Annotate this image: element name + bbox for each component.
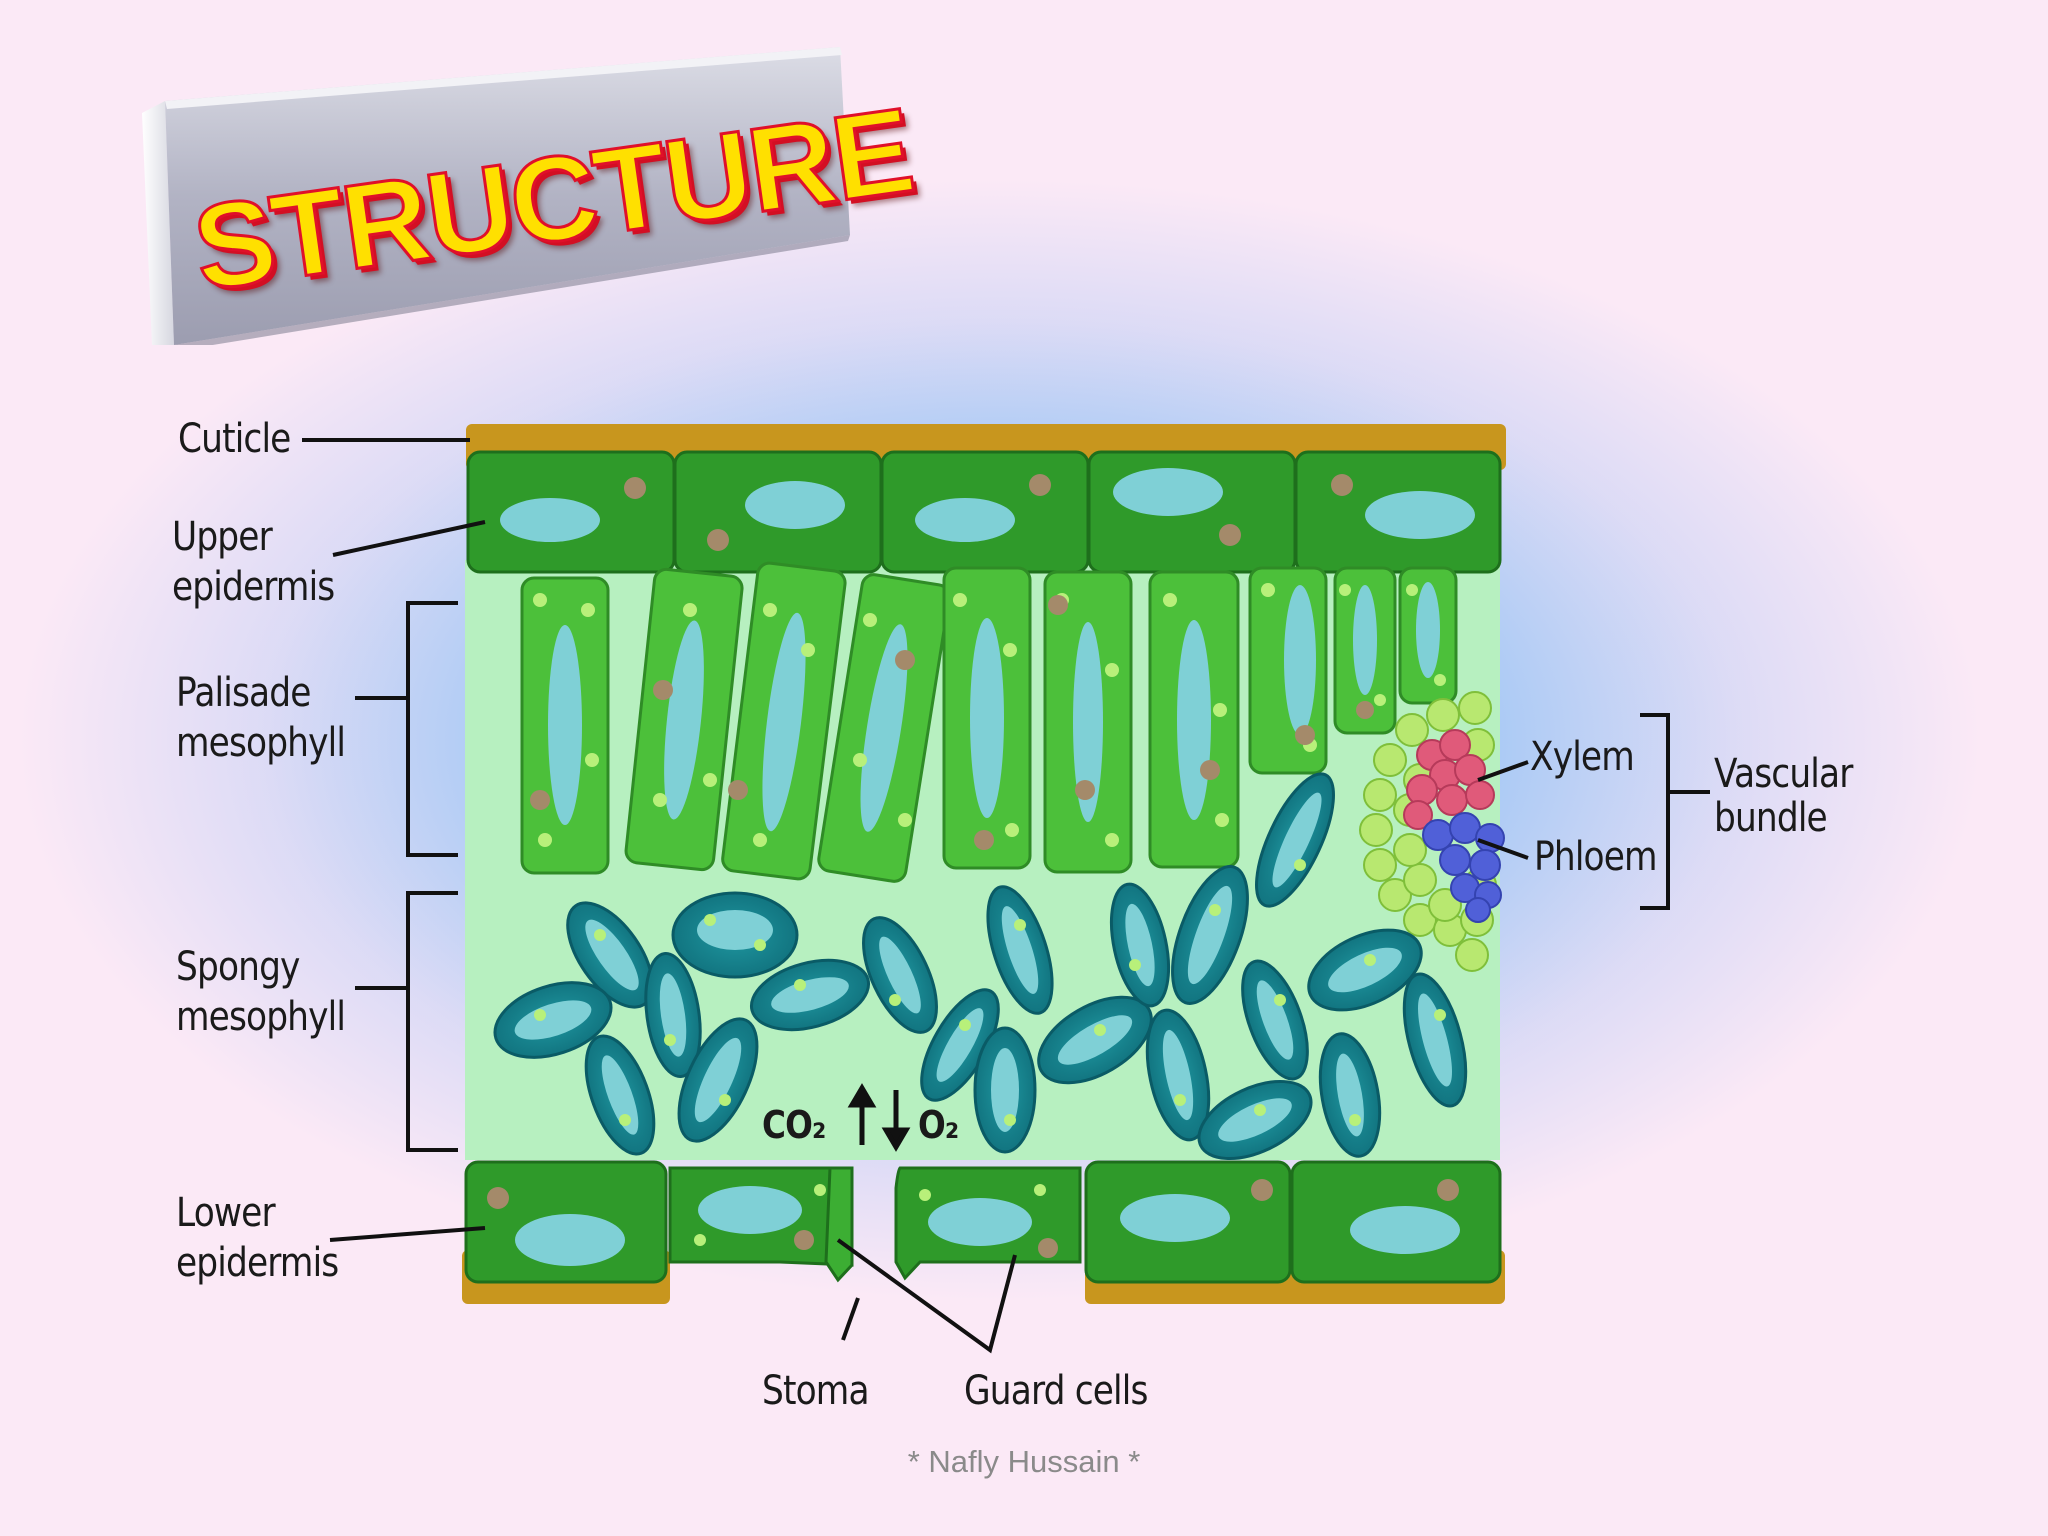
- palisade-nuclei: [530, 595, 1374, 850]
- upper-epidermis: [466, 450, 1502, 574]
- label-phloem: Phloem: [1534, 834, 1658, 880]
- label-lower-epidermis-line1: Lower: [176, 1190, 276, 1236]
- label-upper-epidermis-line1: Upper: [172, 514, 273, 560]
- label-palisade-line1: Palisade: [176, 670, 311, 716]
- guard-cells: [668, 1166, 1082, 1283]
- label-stoma: Stoma: [762, 1368, 870, 1414]
- label-spongy-line1: Spongy: [176, 944, 300, 990]
- label-upper-epidermis: Upper epidermis: [172, 512, 335, 612]
- bundle-sheath-cells: [1359, 691, 1497, 972]
- label-vascular-bundle: Vascular bundle: [1714, 751, 1853, 841]
- label-guard-cells: Guard cells: [964, 1368, 1148, 1414]
- label-co2: CO₂: [762, 1103, 826, 1147]
- label-palisade-mesophyll: Palisade mesophyll: [176, 668, 346, 768]
- label-upper-epidermis-line2: epidermis: [172, 564, 335, 610]
- label-lower-epidermis: Lower epidermis: [176, 1188, 339, 1288]
- title-banner: [140, 45, 850, 345]
- label-vascular-line1: Vascular: [1714, 751, 1853, 797]
- author-credit: * Nafly Hussain *: [907, 1444, 1141, 1479]
- label-o2: O₂: [918, 1103, 959, 1147]
- label-cuticle: Cuticle: [178, 416, 291, 462]
- label-leader-lines: [302, 438, 1710, 1354]
- spongy-vacuoles: [514, 792, 1452, 1142]
- lower-epidermis: [464, 1160, 1502, 1284]
- palisade-vacuoles: [548, 582, 1440, 832]
- banner-plate: [142, 47, 850, 345]
- label-lower-epidermis-line2: epidermis: [176, 1240, 339, 1286]
- spongy-chloroplasts: [534, 859, 1446, 1126]
- label-vascular-line2: bundle: [1714, 795, 1828, 841]
- gas-exchange-arrows: [847, 1083, 911, 1152]
- xylem-cells: [1403, 729, 1495, 830]
- label-xylem: Xylem: [1530, 734, 1635, 780]
- label-palisade-line2: mesophyll: [176, 720, 346, 766]
- label-spongy-line2: mesophyll: [176, 994, 346, 1040]
- label-spongy-mesophyll: Spongy mesophyll: [176, 942, 346, 1042]
- vascular-bundle: [1359, 691, 1505, 972]
